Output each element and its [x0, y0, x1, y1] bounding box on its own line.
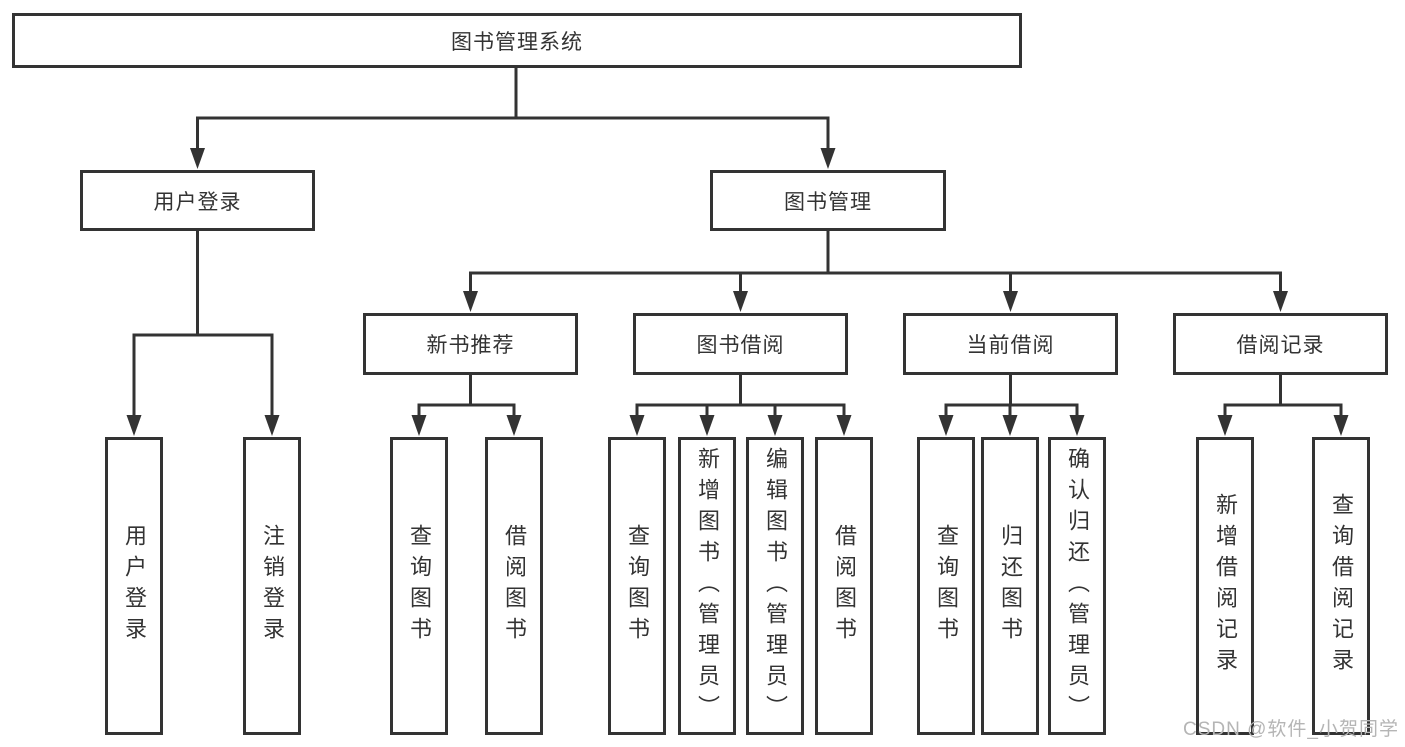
node-confirm-return-admin: 确认归还（管理员） [1048, 437, 1106, 735]
csdn-watermark: CSDN @软件_小贺同学 [1183, 719, 1399, 740]
node-label: 借阅图书 [832, 524, 857, 648]
node-user-login-leaf: 用户登录 [105, 437, 163, 735]
node-add-borrow-record: 新增借阅记录 [1196, 437, 1254, 735]
node-label: 图书管理系统 [451, 30, 583, 54]
node-user-login: 用户登录 [80, 170, 315, 231]
node-label: 用户登录 [153, 190, 242, 214]
node-label: 查询借阅记录 [1329, 493, 1354, 679]
node-label: 图书管理 [784, 190, 872, 214]
node-current-borrowing: 当前借阅 [903, 313, 1118, 375]
node-book-borrowing: 图书借阅 [633, 313, 848, 375]
node-label: 查询图书 [934, 524, 959, 648]
node-book-management: 图书管理 [710, 170, 946, 231]
node-label: 借阅记录 [1236, 334, 1325, 357]
arrowhead-icons [126, 148, 1349, 436]
node-query-books-2: 查询图书 [608, 437, 666, 735]
node-label: 编辑图书（管理员） [763, 446, 788, 726]
node-query-borrow-record: 查询借阅记录 [1312, 437, 1370, 735]
node-add-books-admin: 新增图书（管理员） [678, 437, 736, 735]
node-label: 注销登录 [260, 524, 285, 648]
node-new-book-recommendation: 新书推荐 [363, 313, 578, 375]
node-return-books: 归还图书 [981, 437, 1039, 735]
node-borrow-books-2: 借阅图书 [815, 437, 873, 735]
node-edit-books-admin: 编辑图书（管理员） [746, 437, 804, 735]
node-query-books-3: 查询图书 [917, 437, 975, 735]
node-label: 图书借阅 [696, 334, 785, 357]
node-label: 新增图书（管理员） [695, 446, 720, 726]
node-label: 确认归还（管理员） [1065, 446, 1090, 726]
node-label: 借阅图书 [502, 524, 527, 648]
node-borrowing-records: 借阅记录 [1173, 313, 1388, 375]
node-label: 归还图书 [998, 524, 1023, 648]
node-borrow-books-1: 借阅图书 [485, 437, 543, 735]
node-label: 新增借阅记录 [1213, 493, 1238, 679]
node-logout: 注销登录 [243, 437, 301, 735]
node-label: 查询图书 [407, 524, 432, 648]
node-label: 当前借阅 [966, 334, 1055, 357]
node-library-management-system: 图书管理系统 [12, 13, 1022, 68]
node-label: 查询图书 [625, 524, 650, 648]
node-label: 用户登录 [122, 524, 147, 648]
node-query-books-1: 查询图书 [390, 437, 448, 735]
node-label: 新书推荐 [426, 334, 515, 357]
